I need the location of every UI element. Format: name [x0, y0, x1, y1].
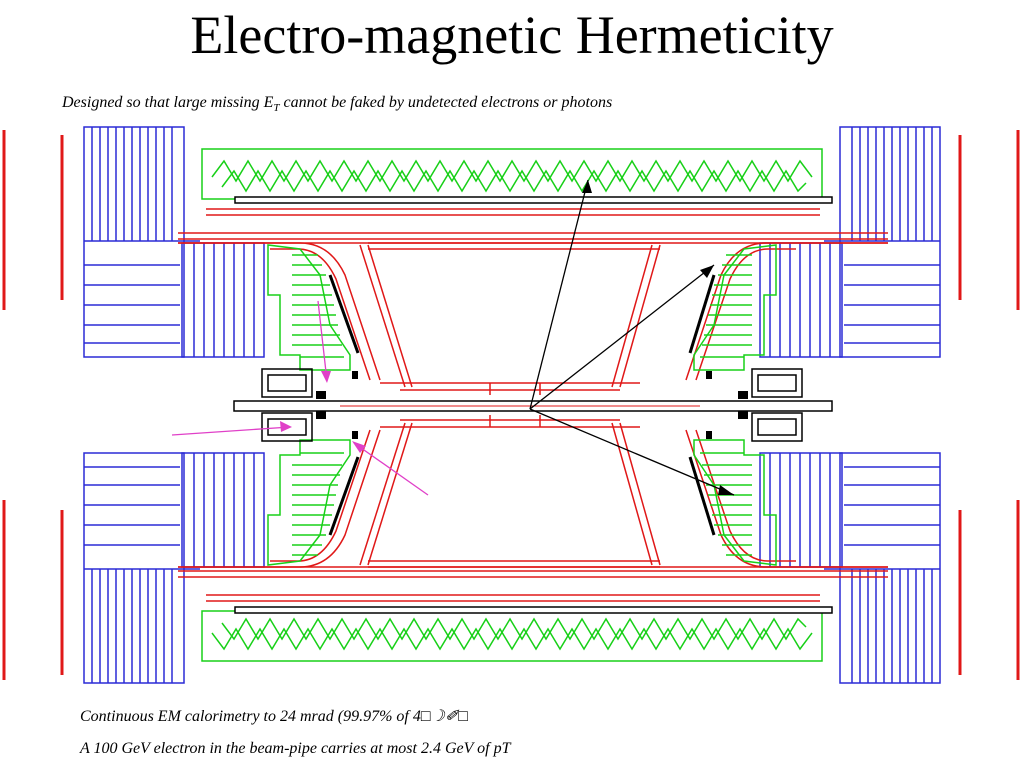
subtitle: Designed so that large missing ET cannot…	[62, 94, 613, 115]
endcap-absorber-right	[688, 274, 716, 354]
solenoid	[234, 196, 833, 204]
detector-diagram	[2, 126, 1020, 685]
forward-detector-right	[751, 368, 803, 398]
muon-chambers-left	[83, 126, 265, 358]
forward-detector-left	[261, 368, 313, 398]
annotation-arrows	[171, 300, 429, 496]
detector-upper-half	[2, 126, 1020, 399]
outer-edge-bars	[2, 130, 1020, 310]
detector-lower-half	[2, 409, 1020, 685]
page-title: Electro-magnetic Hermeticity	[190, 5, 834, 65]
track-arrowheads	[582, 180, 734, 495]
support-structure	[178, 208, 888, 395]
note-continuous-calorimetry: Continuous EM calorimetry to 24 mrad (99…	[80, 708, 468, 725]
forward-absorber-left	[316, 391, 326, 399]
endcap-calorimeter-left	[267, 244, 351, 371]
muon-chambers-right	[759, 126, 941, 358]
endcap-absorber-left	[328, 274, 360, 354]
endcap-calorimeter-right	[693, 244, 777, 371]
forward-absorber-right-2	[706, 371, 712, 379]
annotation-arrowheads	[280, 371, 366, 453]
forward-absorber-right	[738, 391, 748, 399]
note-beampipe-electron: A 100 GeV electron in the beam-pipe carr…	[80, 740, 511, 757]
particle-tracks	[529, 179, 735, 496]
forward-absorber-left-2	[352, 371, 358, 379]
barrel-calorimeter	[201, 148, 823, 200]
